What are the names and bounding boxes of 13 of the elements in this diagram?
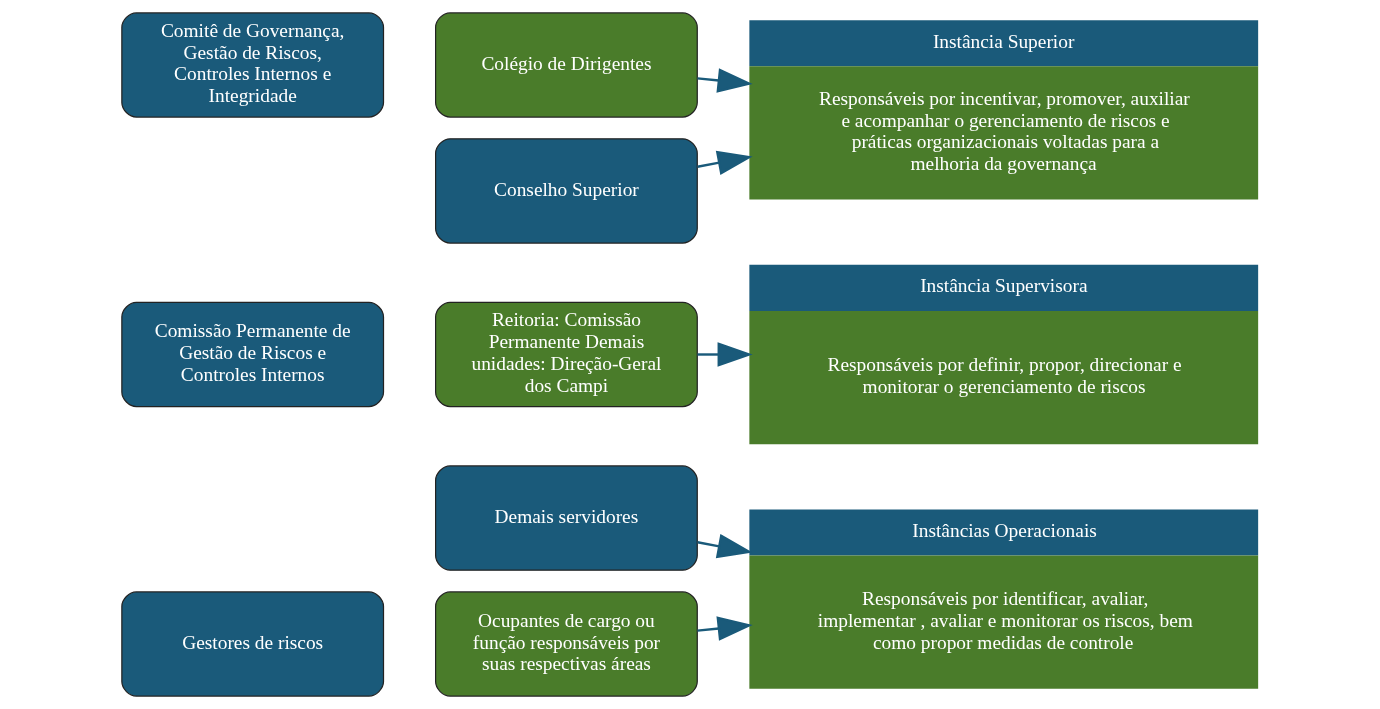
node-box: Ocupantes de cargo ou função responsáveis por suas respectivas áreas [435,591,698,697]
node-box: Comitê de Governança, Gestão de Riscos, Controles Internos e Integridade [121,12,385,118]
arrow [697,616,753,641]
node-box: Comissão Permanente de Gestão de Riscos e Controles Internos [121,301,385,408]
node-box: Conselho Superior [435,138,698,244]
arrow [697,534,753,559]
arrow [697,150,753,175]
arrow [697,68,753,93]
arrow [697,342,753,367]
node-box: Reitoria: Comissão Permanente Demais unidades: Direção-Geral dos Campi [435,301,698,408]
node-box: Gestores de riscos [121,591,385,697]
node-box: Colégio de Dirigentes [435,12,698,118]
node-box: Demais servidores [435,465,698,571]
